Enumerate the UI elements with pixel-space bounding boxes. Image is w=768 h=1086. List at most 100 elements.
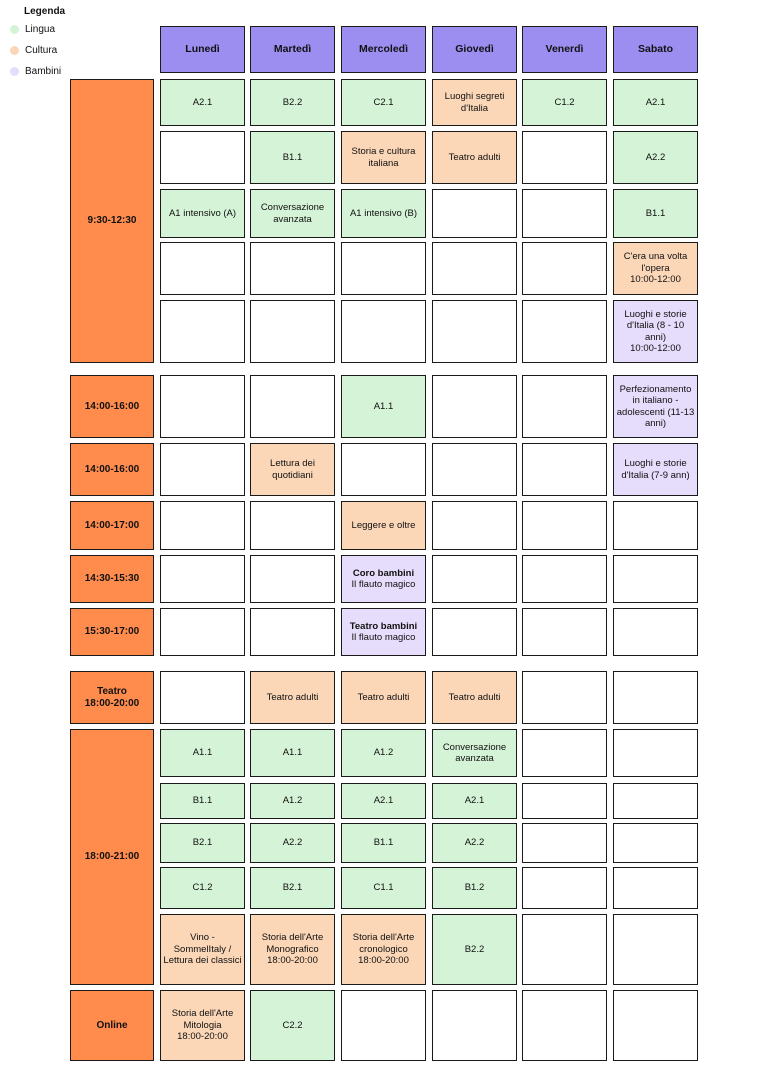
course-text: B1.2: [435, 882, 514, 893]
course-cell: A1 intensivo (A): [160, 189, 245, 238]
course-title: B2.1: [192, 837, 213, 849]
course-title: A2.1: [645, 96, 666, 108]
day-header-label: Mercoledì: [358, 43, 408, 56]
day-header: Mercoledì: [341, 26, 426, 73]
course-cell: Luoghi segreti d'Italia: [432, 79, 517, 126]
course-cell: A2.1: [613, 79, 698, 126]
empty-slot: [160, 443, 245, 496]
empty-slot: [432, 242, 517, 295]
empty-slot: [250, 300, 335, 363]
course-title: A2.1: [192, 96, 213, 108]
course-text: Vino - SommelItaly / Lettura dei classic…: [163, 932, 242, 966]
course-text: B2.1: [163, 837, 242, 848]
course-title: B2.1: [282, 882, 303, 894]
course-title: Conversazione avanzata: [260, 202, 325, 225]
course-title: Teatro adulti: [357, 691, 410, 703]
empty-slot: [250, 242, 335, 295]
course-cell: A1.2: [250, 783, 335, 819]
course-title: B1.1: [282, 151, 303, 163]
course-title: C1.1: [373, 882, 394, 894]
empty-slot: [522, 867, 607, 909]
course-title: B1.1: [373, 837, 394, 849]
course-cell: Luoghi e storie d'Italia (8 - 10 anni) 1…: [613, 300, 698, 363]
time-block: Online: [70, 990, 154, 1061]
course-title: B1.2: [464, 882, 485, 894]
course-text: A2.2: [616, 152, 695, 163]
empty-slot: [250, 608, 335, 656]
empty-slot: [522, 300, 607, 363]
course-cell: A1.1: [160, 729, 245, 777]
time-block: 18:00-21:00: [70, 729, 154, 985]
legend-label: Cultura: [25, 45, 58, 56]
course-cell: Leggere e oltre: [341, 501, 426, 550]
course-title: Storia dell'Arte cronologico 18:00-20:00: [352, 932, 415, 967]
course-text: Luoghi e storie d'Italia (8 - 10 anni) 1…: [616, 309, 695, 355]
course-title: A1.2: [282, 795, 303, 807]
course-title: A2.2: [645, 151, 666, 163]
empty-slot: [432, 501, 517, 550]
course-subtitle: Il flauto magico: [351, 579, 416, 590]
course-text: C1.1: [344, 882, 423, 893]
empty-slot: [160, 131, 245, 184]
course-text: Luoghi e storie d'Italia (7-9 ann): [616, 458, 695, 481]
course-cell: B2.1: [250, 867, 335, 909]
course-cell: B1.1: [160, 783, 245, 819]
empty-slot: [160, 375, 245, 438]
course-title: C2.2: [282, 1019, 303, 1031]
course-text: A2.1: [435, 795, 514, 806]
course-text: A2.1: [616, 97, 695, 108]
time-block: 14:00-16:00: [70, 443, 154, 496]
course-text: A1.1: [253, 747, 332, 758]
course-text: Storia dell'Arte cronologico 18:00-20:00: [344, 932, 423, 966]
course-cell: Perfezionamento in italiano - adolescent…: [613, 375, 698, 438]
empty-slot: [522, 671, 607, 724]
course-title: B2.2: [464, 943, 485, 955]
course-title: Teatro bambini: [349, 620, 418, 632]
course-title: Conversazione avanzata: [442, 741, 507, 764]
course-text: Perfezionamento in italiano - adolescent…: [616, 384, 695, 430]
empty-slot: [522, 131, 607, 184]
empty-slot: [522, 729, 607, 777]
empty-slot: [522, 990, 607, 1061]
course-text: Teatro adulti: [344, 692, 423, 703]
empty-slot: [160, 555, 245, 603]
course-title: Storia dell'Arte Monografico 18:00-20:00: [261, 932, 324, 967]
empty-slot: [613, 783, 698, 819]
course-cell: B1.1: [341, 823, 426, 863]
legend-item-lingua: Lingua: [10, 24, 55, 35]
course-cell: Lettura dei quotidiani: [250, 443, 335, 496]
course-title: Luoghi e storie d'Italia (7-9 ann): [621, 458, 690, 481]
empty-slot: [522, 783, 607, 819]
course-text: Teatro adulti: [435, 692, 514, 703]
course-text: Conversazione avanzata: [253, 202, 332, 225]
empty-slot: [522, 375, 607, 438]
course-title: Perfezionamento in italiano - adolescent…: [616, 383, 695, 429]
empty-slot: [341, 990, 426, 1061]
empty-slot: [522, 443, 607, 496]
time-block: 14:00-17:00: [70, 501, 154, 550]
empty-slot: [432, 375, 517, 438]
course-cell: C2.2: [250, 990, 335, 1061]
course-text: B2.2: [253, 97, 332, 108]
empty-slot: [522, 501, 607, 550]
empty-slot: [613, 990, 698, 1061]
course-title: C1.2: [192, 882, 213, 894]
time-block-label: 18:00-21:00: [84, 851, 140, 862]
empty-slot: [613, 608, 698, 656]
empty-slot: [522, 189, 607, 238]
course-cell: C1.2: [522, 79, 607, 126]
course-title: Teatro adulti: [448, 691, 501, 703]
course-cell: A2.1: [432, 783, 517, 819]
day-header: Giovedì: [432, 26, 517, 73]
course-cell: Vino - SommelItaly / Lettura dei classic…: [160, 914, 245, 985]
empty-slot: [613, 914, 698, 985]
course-title: A1.1: [192, 747, 213, 759]
time-block-label: 14:00-16:00: [84, 463, 140, 475]
course-cell: A1.2: [341, 729, 426, 777]
course-cell: Teatro adulti: [341, 671, 426, 724]
day-header-label: Martedì: [273, 43, 312, 56]
course-title: B1.1: [645, 207, 666, 219]
course-text: A2.1: [163, 97, 242, 108]
course-cell: Luoghi e storie d'Italia (7-9 ann): [613, 443, 698, 496]
course-text: Lettura dei quotidiani: [253, 458, 332, 481]
